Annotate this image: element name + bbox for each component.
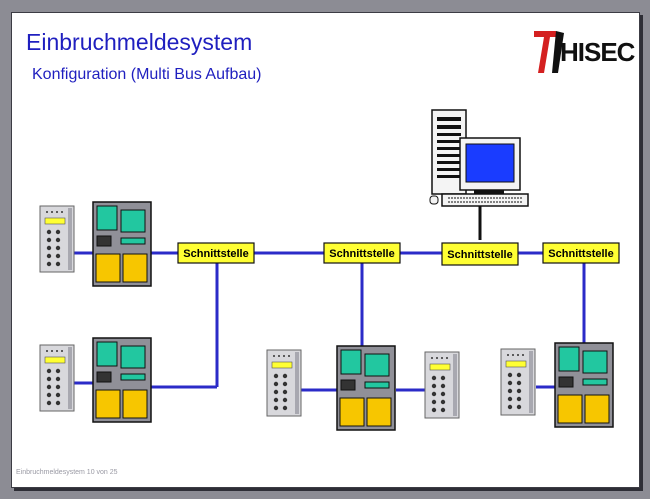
- logo-text: HISEC: [560, 37, 635, 67]
- alarm-control-panel-icon: [92, 337, 152, 423]
- keypad-icon: [39, 205, 75, 273]
- logo-mark-icon: [534, 31, 564, 73]
- interface-box: Schnittstelle: [323, 242, 401, 264]
- slide-title: Einbruchmeldesystem: [26, 29, 253, 55]
- interface-box: Schnittstelle: [441, 242, 519, 266]
- slide-footer: Einbruchmeldesystem 10 von 25: [16, 469, 118, 476]
- alarm-control-panel-icon: [554, 342, 614, 428]
- interface-label: Schnittstelle: [548, 248, 613, 260]
- computer-workstation-icon: [429, 109, 529, 207]
- hisec-logo: HISEC: [530, 27, 635, 77]
- interface-label: Schnittstelle: [183, 248, 248, 260]
- interface-box: Schnittstelle: [542, 242, 620, 264]
- interface-label: Schnittstelle: [447, 249, 512, 261]
- alarm-control-panel-icon: [92, 201, 152, 287]
- keypad-icon: [424, 351, 460, 419]
- alarm-control-panel-icon: [336, 345, 396, 431]
- interface-label: Schnittstelle: [329, 248, 394, 260]
- slide-subtitle: Konfiguration (Multi Bus Aufbau): [32, 66, 262, 83]
- keypad-icon: [500, 348, 536, 416]
- interface-boxes: Schnittstelle Schnittstelle Schnittstell…: [177, 242, 620, 266]
- keypad-icon: [266, 349, 302, 417]
- keypad-icon: [39, 344, 75, 412]
- interface-box: Schnittstelle: [177, 242, 255, 264]
- devices: [39, 201, 614, 431]
